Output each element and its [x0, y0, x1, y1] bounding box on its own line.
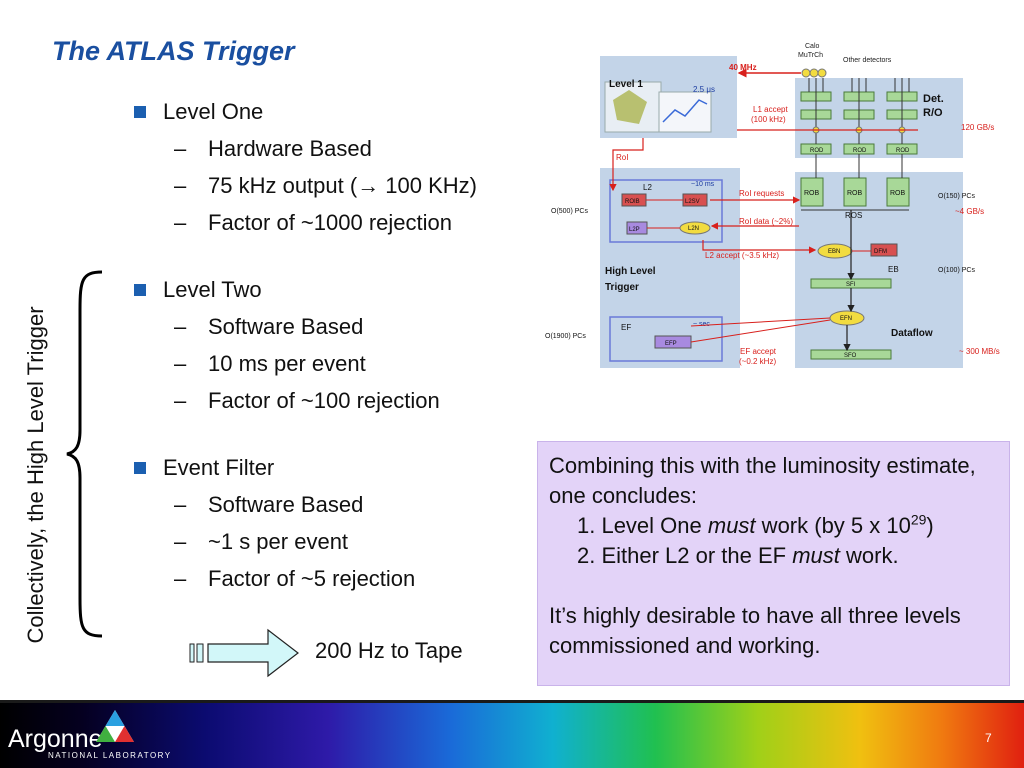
- trigger-architecture-diagram: Level 1 2.5 μs Calo MuTrCh Other detecto…: [545, 43, 1000, 368]
- svg-text:~10 ms: ~10 ms: [691, 181, 715, 188]
- svg-text:L2SV: L2SV: [685, 199, 700, 205]
- svg-text:Level 1: Level 1: [609, 79, 643, 90]
- dash-icon: –: [174, 351, 187, 376]
- bullet-level-two: Level Two: [132, 274, 532, 311]
- svg-text:40 MHz: 40 MHz: [729, 63, 757, 72]
- svg-text:~4 GB/s: ~4 GB/s: [955, 207, 984, 216]
- svg-text:Det.: Det.: [923, 93, 944, 105]
- bullet-list: Level One –Hardware Based –75 kHz output…: [132, 96, 532, 600]
- tape-rate-label: 200 Hz to Tape: [315, 638, 463, 663]
- conclusion-point-1: 1. Level One must work (by 5 x 1029): [577, 511, 934, 538]
- svg-text:ROD: ROD: [810, 148, 824, 154]
- svg-text:L2: L2: [643, 183, 652, 192]
- slide-title: The ATLAS Trigger: [52, 36, 295, 66]
- bullet-square-icon: [134, 106, 146, 118]
- svg-text:L2N: L2N: [688, 226, 699, 232]
- conclusion-point-2: 2. Either L2 or the EF must work.: [577, 543, 899, 568]
- right-arrow-icon: [189, 628, 299, 678]
- sub-bullet: –Factor of ~5 rejection: [132, 563, 532, 600]
- side-label: Collectively, the High Level Trigger: [23, 306, 48, 644]
- svg-text:SFI: SFI: [846, 282, 856, 288]
- bullet-event-filter: Event Filter: [132, 452, 532, 489]
- svg-text:(~0.2 kHz): (~0.2 kHz): [739, 357, 776, 366]
- sub-bullet: –Hardware Based: [132, 133, 532, 170]
- curly-brace-icon: [66, 270, 103, 638]
- dash-icon: –: [174, 314, 187, 339]
- svg-text:Dataflow: Dataflow: [891, 328, 933, 339]
- conclusion-intro: Combining this with the luminosity estim…: [549, 453, 976, 508]
- svg-text:O(100) PCs: O(100) PCs: [938, 267, 975, 274]
- bullet-square-icon: [134, 284, 146, 296]
- sub-bullet: –~1 s per event: [132, 526, 532, 563]
- svg-text:Trigger: Trigger: [605, 282, 639, 293]
- svg-text:L2P: L2P: [629, 227, 640, 233]
- svg-text:O(150) PCs: O(150) PCs: [938, 193, 975, 200]
- svg-text:EF: EF: [621, 323, 631, 332]
- footer-bar: [0, 703, 1024, 768]
- conclusion-closing: It’s highly desirable to have all three …: [549, 603, 961, 658]
- svg-text:2.5 μs: 2.5 μs: [693, 85, 715, 94]
- svg-text:O(500) PCs: O(500) PCs: [551, 208, 588, 215]
- sub-bullet: –Software Based: [132, 311, 532, 348]
- svg-text:L2 accept (~3.5 kHz): L2 accept (~3.5 kHz): [705, 251, 779, 260]
- svg-text:RoI requests: RoI requests: [739, 189, 784, 198]
- svg-text:RoI: RoI: [616, 153, 628, 162]
- dash-icon: –: [174, 566, 187, 591]
- svg-text:ROD: ROD: [853, 148, 867, 154]
- dash-icon: –: [174, 136, 187, 161]
- dash-icon: –: [174, 529, 187, 554]
- svg-text:EFP: EFP: [665, 341, 677, 347]
- sub-bullet: –10 ms per event: [132, 348, 532, 385]
- svg-text:~ 300 MB/s: ~ 300 MB/s: [959, 347, 1000, 356]
- page-number: 7: [985, 731, 992, 745]
- dash-icon: –: [174, 388, 187, 413]
- sub-bullet: –Software Based: [132, 489, 532, 526]
- svg-text:SFO: SFO: [844, 353, 857, 359]
- svg-text:MuTrCh: MuTrCh: [798, 52, 823, 59]
- argonne-logo: Argonne: [8, 725, 103, 753]
- conclusion-box: Combining this with the luminosity estim…: [537, 441, 1010, 686]
- svg-text:High Level: High Level: [605, 266, 656, 277]
- svg-text:Other detectors: Other detectors: [843, 57, 892, 64]
- sub-bullet: –75 kHz output (→ 100 KHz): [132, 170, 532, 207]
- bullet-square-icon: [134, 462, 146, 474]
- dash-icon: –: [174, 492, 187, 517]
- svg-text:ROB: ROB: [890, 190, 906, 197]
- svg-text:O(1900) PCs: O(1900) PCs: [545, 333, 586, 340]
- svg-text:L1 accept: L1 accept: [753, 105, 788, 114]
- svg-text:RoI data (~2%): RoI data (~2%): [739, 217, 793, 226]
- dash-icon: –: [174, 210, 187, 235]
- svg-text:Calo: Calo: [805, 43, 820, 50]
- bullet-level-one: Level One: [132, 96, 532, 133]
- svg-text:R/O: R/O: [923, 107, 943, 119]
- svg-text:ROB: ROB: [847, 190, 863, 197]
- svg-text:ROB: ROB: [804, 190, 820, 197]
- svg-text:EB: EB: [888, 265, 899, 274]
- svg-text:ROIB: ROIB: [625, 199, 640, 205]
- svg-text:120 GB/s: 120 GB/s: [961, 123, 994, 132]
- svg-text:ROD: ROD: [896, 148, 910, 154]
- svg-text:~ sec: ~ sec: [693, 321, 710, 328]
- svg-text:ROS: ROS: [845, 211, 862, 220]
- sub-bullet: –Factor of ~100 rejection: [132, 385, 532, 422]
- svg-text:EBN: EBN: [828, 249, 840, 255]
- sub-bullet: –Factor of ~1000 rejection: [132, 207, 532, 244]
- svg-text:EFN: EFN: [840, 316, 852, 322]
- dash-icon: –: [174, 173, 187, 198]
- svg-text:DFM: DFM: [874, 249, 887, 255]
- argonne-triangle-icon: [96, 710, 134, 742]
- argonne-logo-subtitle: NATIONAL LABORATORY: [48, 751, 172, 760]
- svg-text:(100 kHz): (100 kHz): [751, 115, 786, 124]
- svg-text:EF accept: EF accept: [740, 347, 777, 356]
